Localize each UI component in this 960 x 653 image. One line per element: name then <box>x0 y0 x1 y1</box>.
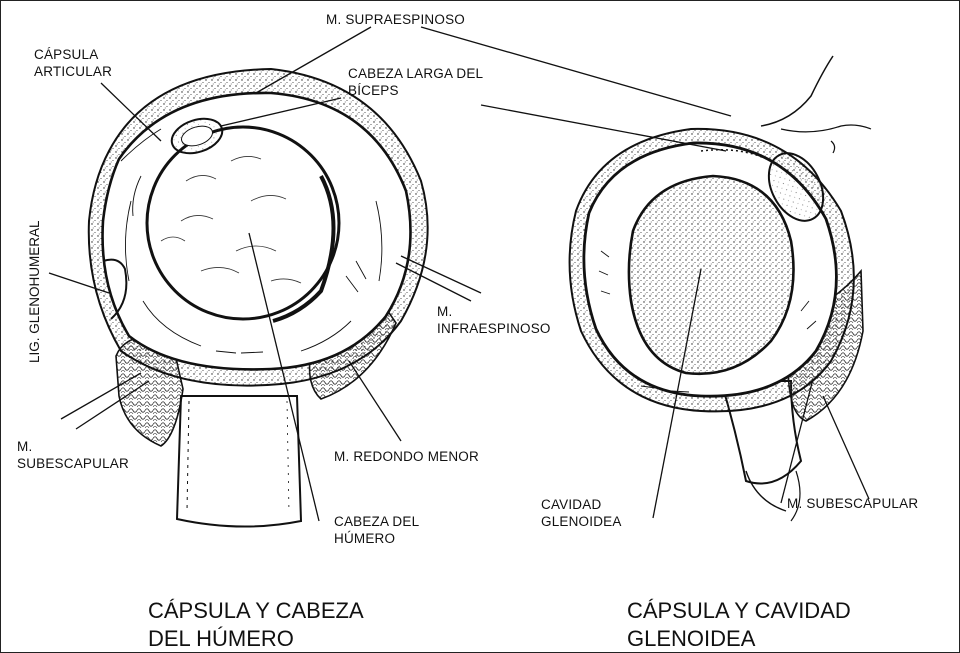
label-supraespinoso: M. SUPRAESPINOSO <box>326 11 465 28</box>
label-lig-glenohumeral: LIG. GLENOHUMERAL <box>27 220 42 363</box>
label-cavidad-glenoidea: CAVIDAD GLENOIDEA <box>541 496 622 530</box>
label-capsula-articular: CÁPSULA ARTICULAR <box>34 46 112 80</box>
label-subescapular-right: M. SUBESCAPULAR <box>787 495 918 512</box>
label-cabeza-humero: CABEZA DEL HÚMERO <box>334 513 419 547</box>
right-glenoid-figure <box>570 56 871 521</box>
caption-right: CÁPSULA Y CAVIDAD GLENOIDEA <box>627 597 851 653</box>
label-cabeza-larga-biceps: CABEZA LARGA DEL BÍCEPS <box>348 65 483 99</box>
label-redondo-menor: M. REDONDO MENOR <box>334 448 479 465</box>
label-subescapular-left: M. SUBESCAPULAR <box>17 438 129 472</box>
label-infraespinoso: M. INFRAESPINOSO <box>437 303 551 337</box>
caption-left: CÁPSULA Y CABEZA DEL HÚMERO <box>148 597 364 653</box>
